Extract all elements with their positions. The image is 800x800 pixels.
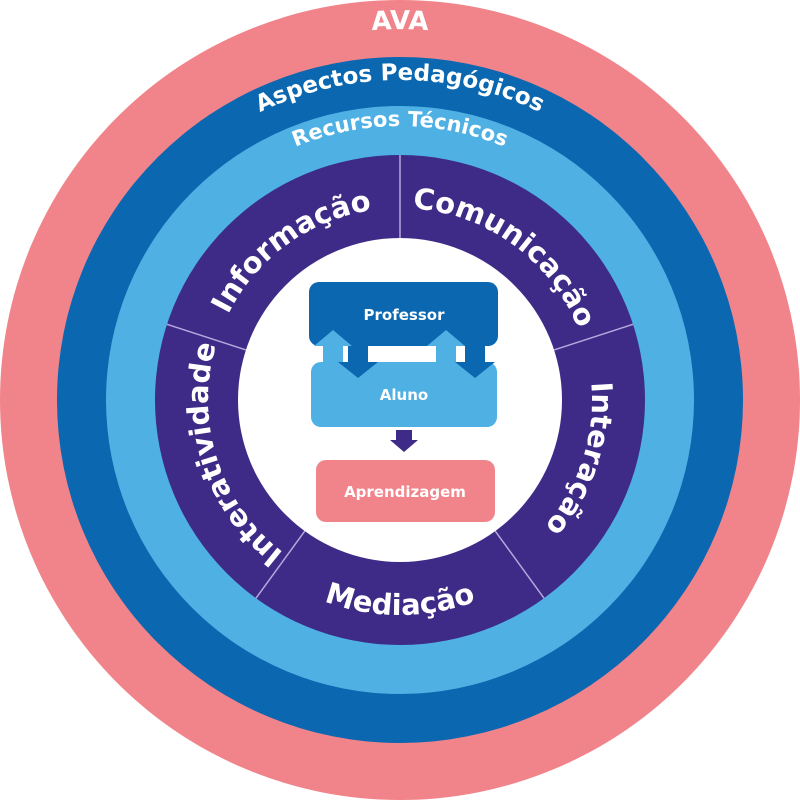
sector-divider — [553, 323, 634, 351]
arrow-down-icon — [338, 346, 378, 378]
aprendizagem-box — [316, 460, 495, 522]
aluno-label: Aluno — [380, 386, 428, 404]
professor-box — [309, 282, 498, 346]
sector-divider — [255, 530, 306, 599]
aprendizagem-label: Aprendizagem — [344, 483, 466, 501]
sector-divider — [166, 323, 247, 351]
aluno-box — [311, 362, 497, 427]
arrow-down-icon — [455, 346, 495, 378]
ring-label-ava-text: AVA — [371, 6, 430, 37]
ring-label-ava: AVA — [371, 6, 430, 37]
center-flow: Professor Aluno Aprendizagem — [309, 282, 498, 522]
arrow-down-to-learning-icon — [390, 430, 418, 452]
professor-label: Professor — [364, 306, 446, 324]
arrow-up-icon — [314, 330, 352, 362]
sector-divider — [494, 530, 545, 599]
arrow-up-icon — [427, 330, 465, 362]
sector-dividers — [166, 155, 634, 599]
